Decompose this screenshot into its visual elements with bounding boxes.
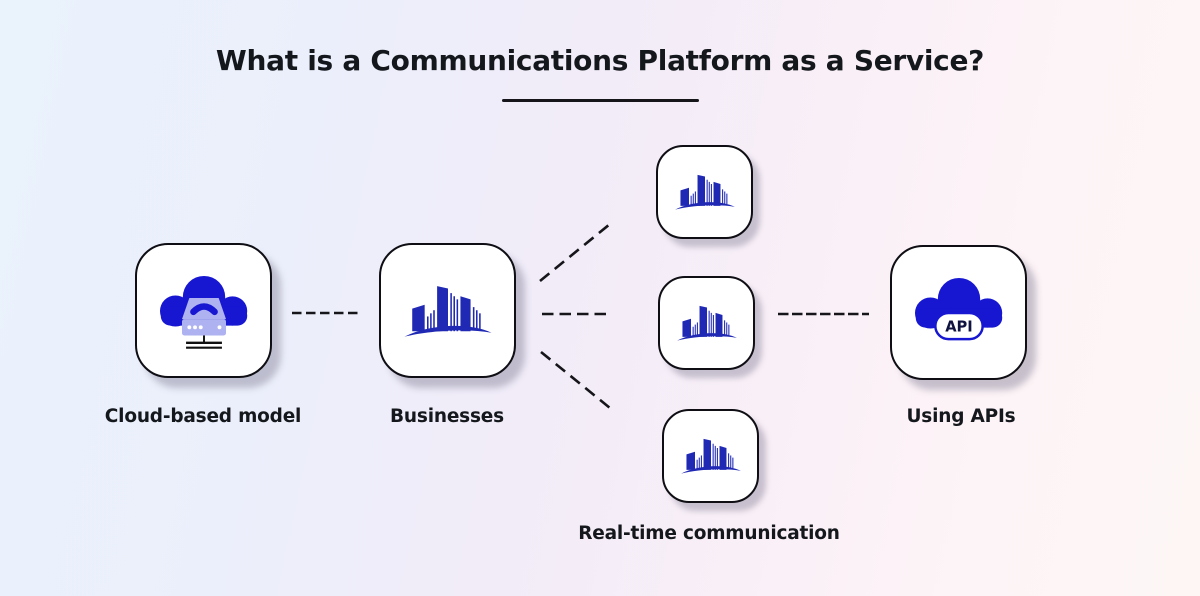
using-apis-card: API: [890, 245, 1027, 380]
cloud-model-card: [135, 243, 272, 378]
city-buildings-icon: [676, 305, 737, 341]
connector-businesses-to-bottom: [540, 350, 611, 410]
city-buildings-icon: [680, 438, 741, 474]
using-apis-label: Using APIs: [906, 406, 1016, 427]
page-title: What is a Communications Platform as a S…: [215, 44, 985, 77]
cloud-api-icon: API: [914, 277, 1002, 340]
businesses-label: Businesses: [390, 406, 504, 427]
realtime-card: [662, 409, 759, 503]
connector-businesses-to-top: [539, 222, 611, 283]
city-buildings-icon: [403, 285, 492, 337]
api-badge-text: API: [945, 318, 973, 335]
city-buildings-icon: [674, 174, 735, 210]
title-underline: [502, 99, 699, 102]
businesses-card: [379, 243, 516, 378]
realtime-label: Real-time communication: [578, 523, 840, 544]
cloud-model-label: Cloud-based model: [104, 406, 302, 427]
endpoint-middle-card: [658, 276, 755, 370]
cloud-pbx-server-icon: [159, 275, 247, 349]
endpoint-top-card: [656, 145, 753, 239]
